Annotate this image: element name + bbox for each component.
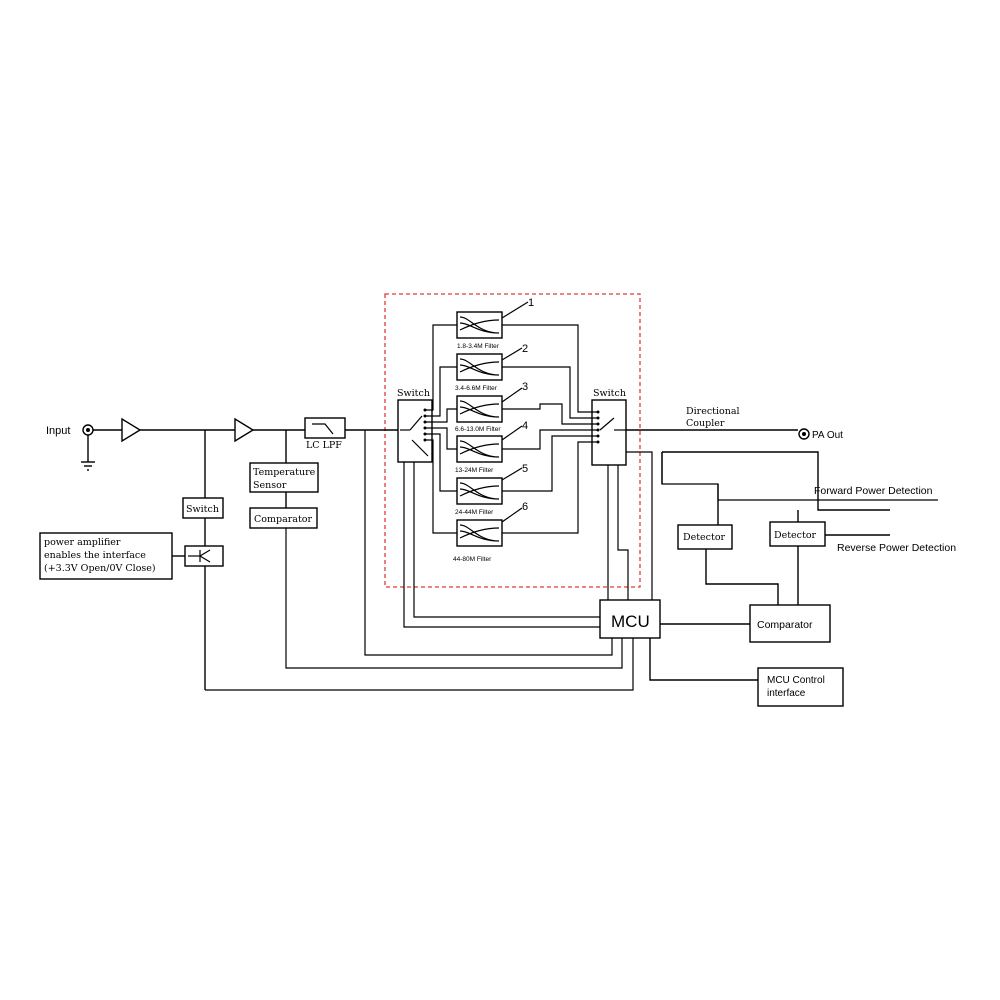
- amplifier-2-icon: [234, 417, 255, 443]
- filter-3-label: 6.6-13.0M Filter: [455, 426, 501, 433]
- comparator-small-label: Comparator: [254, 514, 312, 525]
- filter-2-label: 3.4-6.6M Filter: [455, 385, 498, 392]
- temperature-label-2: Sensor: [253, 480, 287, 491]
- pa-enable-label-2: enables the interface: [44, 550, 146, 561]
- mcu-control-lines: [205, 430, 653, 691]
- input-connector: [81, 424, 95, 471]
- switch-right-box: [591, 399, 627, 466]
- filter-5-label: 24-44M Filter: [455, 509, 494, 516]
- filter-5-number: 5: [522, 463, 528, 475]
- pa-out-connector: [798, 428, 810, 440]
- lc-lpf-box: [304, 417, 346, 439]
- temperature-sensor-box: [249, 462, 319, 493]
- switch-small-label: Switch: [186, 504, 219, 515]
- detector-1-box: [677, 524, 733, 550]
- transistor-icon: [188, 549, 211, 563]
- mcu-control-label-1: MCU Control: [767, 675, 825, 686]
- filter-4-number: 4: [522, 420, 528, 432]
- temperature-label-1: Temperature: [253, 467, 316, 478]
- comparator-small-box: [249, 507, 318, 529]
- pa-enable-interface-box: [39, 532, 173, 580]
- detector-2-box: [769, 521, 826, 547]
- filter-1-number: 1: [528, 297, 534, 309]
- lowpass-icon: [312, 423, 334, 435]
- mcu-control-label-2: interface: [767, 688, 806, 699]
- filter-6-label: 44-80M Filter: [453, 556, 492, 563]
- lc-lpf-label: LC LPF: [306, 440, 342, 451]
- switch-small-box: [182, 497, 224, 519]
- pa-out-label: PA Out: [812, 430, 843, 441]
- filter-1-label: 1.8-3.4M Filter: [457, 343, 500, 350]
- filter-2: 2 3.4-6.6M Filter: [455, 343, 528, 392]
- directional-label-1: Directional: [686, 406, 740, 417]
- filter-4-label: 13-24M Filter: [455, 467, 494, 474]
- mcu-control-interface-box: [757, 667, 844, 707]
- detector-2-label: Detector: [774, 530, 817, 541]
- forward-power-label: Forward Power Detection: [814, 485, 933, 497]
- filter-wiring-left: [425, 324, 457, 534]
- amplifier-1-icon: [121, 417, 142, 443]
- detector-1-label: Detector: [683, 532, 726, 543]
- filter-4: 4 13-24M Filter: [455, 420, 528, 474]
- filter-wiring-right: [502, 324, 598, 534]
- switch-right-label: Switch: [593, 388, 626, 399]
- filter-3: 3 6.6-13.0M Filter: [455, 381, 528, 433]
- input-label: Input: [46, 425, 70, 437]
- switch-left-box: [397, 399, 433, 463]
- comparator-big-label: Comparator: [757, 619, 813, 631]
- mcu-label: MCU: [611, 612, 650, 631]
- filter-6-number: 6: [522, 501, 528, 513]
- pa-enable-label-1: power amplifier: [44, 537, 121, 548]
- pa-enable-label-3: (+3.3V Open/0V Close): [44, 563, 156, 574]
- mcu-box: [599, 599, 661, 639]
- filter-2-number: 2: [522, 343, 528, 355]
- filter-1: 1 1.8-3.4M Filter: [456, 297, 534, 350]
- switch-left-label: Switch: [397, 388, 430, 399]
- reverse-power-label: Reverse Power Detection: [837, 542, 956, 554]
- filter-3-number: 3: [522, 381, 528, 393]
- directional-label-2: Coupler: [686, 418, 725, 429]
- filter-bank-region: [384, 293, 641, 588]
